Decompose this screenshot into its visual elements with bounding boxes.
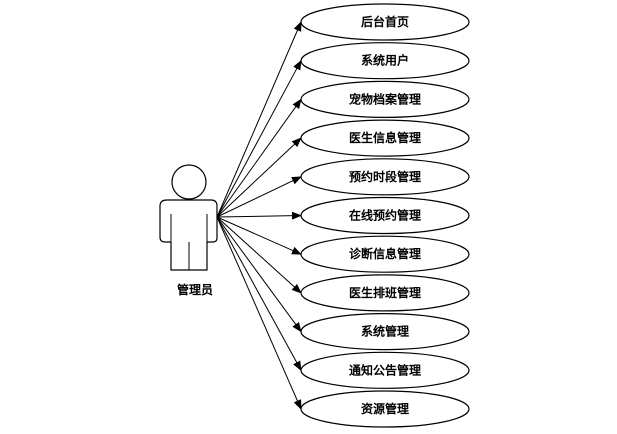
association-arrow [216, 98, 302, 218]
use-case-label: 后台首页 [361, 14, 409, 29]
actor-body [159, 199, 218, 271]
association-arrow [216, 176, 302, 218]
use-case-ellipse [300, 3, 470, 41]
use-case-ellipse [300, 274, 470, 312]
use-case-item: 系统管理 [300, 313, 470, 351]
association-arrow [216, 216, 302, 410]
use-case-item: 资源管理 [300, 390, 470, 428]
use-case-ellipse [300, 351, 470, 389]
association-arrow [216, 216, 302, 255]
use-case-item: 通知公告管理 [300, 351, 470, 389]
use-case-label: 系统用户 [361, 53, 409, 68]
use-case-item: 医生排班管理 [300, 274, 470, 312]
association-arrow [216, 21, 302, 218]
actor-figure: 管理员 [159, 164, 218, 297]
use-case-item: 后台首页 [300, 3, 470, 41]
use-case-list: 后台首页系统用户宠物档案管理医生信息管理预约时段管理在线预约管理诊断信息管理医生… [300, 3, 470, 428]
use-case-item: 预约时段管理 [300, 158, 470, 196]
use-case-item: 医生信息管理 [300, 119, 470, 157]
association-arrow [216, 211, 302, 220]
use-case-item: 诊断信息管理 [300, 235, 470, 273]
use-case-label: 医生排班管理 [349, 285, 421, 300]
use-case-ellipse [300, 42, 470, 80]
use-case-label: 系统管理 [361, 324, 409, 339]
association-arrow [216, 216, 302, 333]
use-case-ellipse [300, 80, 470, 119]
use-case-ellipse [300, 119, 470, 157]
use-case-label: 预约时段管理 [349, 169, 421, 184]
use-case-ellipse [300, 196, 470, 235]
use-case-item: 在线预约管理 [300, 196, 470, 235]
association-arrow [216, 216, 302, 372]
use-case-label: 资源管理 [361, 401, 409, 416]
actor-label: 管理员 [177, 282, 213, 297]
association-arrow [216, 137, 302, 218]
use-case-label: 诊断信息管理 [349, 246, 421, 261]
association-lines [216, 21, 302, 410]
use-case-ellipse [300, 158, 470, 196]
association-arrow [216, 59, 302, 218]
use-case-ellipse [300, 313, 470, 351]
actor-head [171, 164, 207, 200]
use-case-ellipse [300, 235, 470, 273]
association-arrow [216, 216, 302, 294]
use-case-label: 宠物档案管理 [349, 91, 421, 106]
use-case-item: 宠物档案管理 [300, 80, 470, 119]
use-case-ellipse [300, 390, 470, 428]
use-case-label: 在线预约管理 [349, 208, 421, 223]
use-case-item: 系统用户 [300, 42, 470, 80]
use-case-label: 医生信息管理 [349, 130, 421, 145]
use-case-label: 通知公告管理 [349, 362, 421, 377]
